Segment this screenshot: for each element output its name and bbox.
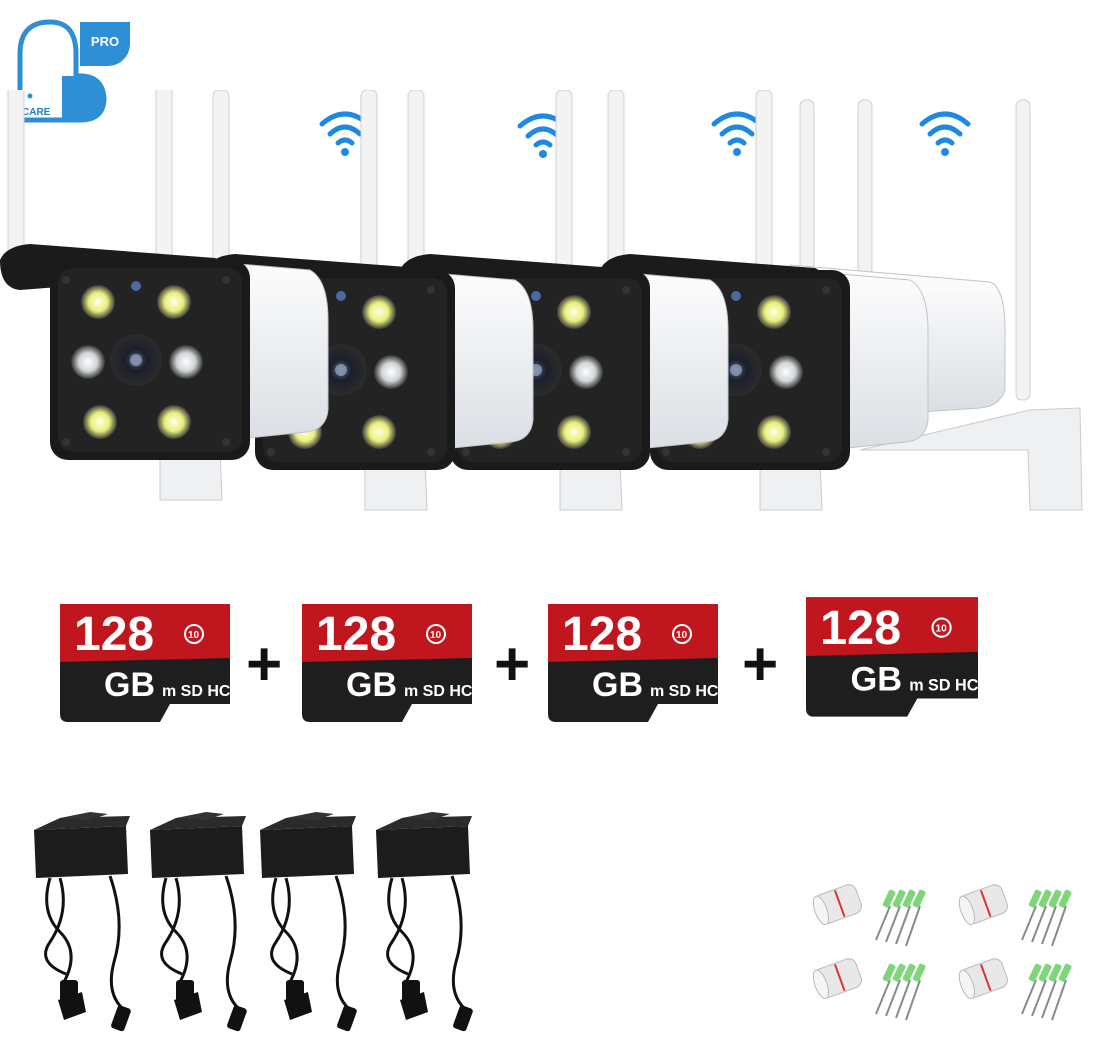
sd-logo: m SD HC I [404,683,472,700]
sd-unit: GB [104,666,155,704]
power-adapters-group [32,810,476,1034]
sd-card: 128 GB 10 m SD HC I [302,604,481,724]
sd-logo: m SD HC I [162,683,230,700]
cameras-group [0,90,1083,511]
sd-unit: GB [346,666,397,704]
power-adapter [148,810,250,1034]
sd-speed-class: 10 [936,624,948,635]
sd-unit: GB [592,666,643,704]
power-adapter [32,810,134,1034]
mounting-kit [809,881,928,947]
wifi-icon [918,108,972,158]
sd-capacity: 128 [316,608,396,661]
power-adapter [258,810,360,1034]
sd-unit: GB [851,660,903,698]
power-adapter [374,810,476,1034]
pro-badge: PRO [80,22,130,66]
plus-sign: + [246,630,283,699]
mounting-kit [955,881,1074,947]
sd-card: 128 GB 10 m SD HC I [806,596,987,717]
brand-logo [14,14,134,134]
sd-capacity: 128 [820,601,901,655]
plus-sign: + [742,630,779,699]
sd-capacity: 128 [74,608,154,661]
mounting-kit [809,955,928,1021]
sd-speed-class: 10 [430,630,442,641]
mounting-kits-group [809,881,1074,1021]
sd-logo: m SD HC I [909,676,978,694]
plus-sign: + [494,630,531,699]
sd-speed-class: 10 [676,630,688,641]
logo-brand-text: CARE [22,107,51,118]
sd-speed-class: 10 [188,630,200,641]
sd-card: 128 GB 10 m SD HC I [60,604,239,724]
sd-logo: m SD HC I [650,683,718,700]
logo-mark [17,19,107,123]
sd-capacity: 128 [562,608,642,661]
sd-card: 128 GB 10 m SD HC I [548,604,727,724]
mounting-kit [955,955,1074,1021]
